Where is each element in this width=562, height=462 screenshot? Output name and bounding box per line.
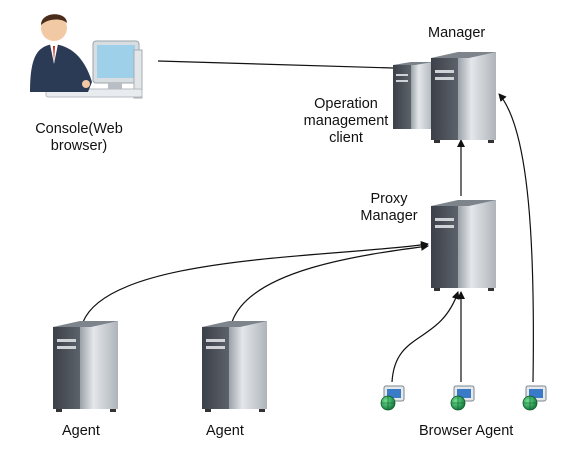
- label-agent-1: Agent: [62, 423, 100, 439]
- server-tower-icon: [202, 321, 267, 412]
- connections: [82, 60, 534, 383]
- label-proxy-manager: Proxy Manager: [352, 191, 426, 225]
- edge-console-to-client: [157, 60, 394, 69]
- label-operation-management-client: Operation management client: [300, 96, 392, 147]
- globe-computer-icon: [522, 385, 547, 411]
- edge-agent2-to-proxy: [231, 242, 429, 323]
- edge-browser1-to-proxy: [391, 291, 460, 383]
- label-line: Console(Web: [35, 121, 123, 137]
- label-agent-2: Agent: [206, 423, 244, 439]
- server-tower-icon: [431, 200, 496, 291]
- server-tower-icon: [393, 62, 433, 129]
- label-line: Proxy: [370, 191, 408, 207]
- edge-agent1-to-proxy: [82, 241, 429, 323]
- person-at-computer-icon: [30, 14, 143, 99]
- server-tower-icon: [53, 321, 118, 412]
- label-line: browser): [50, 138, 108, 154]
- server-tower-icon: [431, 52, 496, 143]
- label-console: Console(Web browser): [20, 121, 138, 155]
- label-line: client: [329, 130, 363, 146]
- globe-computer-icon: [450, 385, 475, 411]
- label-manager: Manager: [428, 25, 486, 41]
- label-line: Manager: [360, 208, 418, 224]
- globe-computer-icon: [380, 385, 405, 411]
- label-line: Operation: [314, 96, 378, 112]
- label-browser-agent: Browser Agent: [419, 423, 514, 439]
- label-line: management: [303, 113, 389, 129]
- edge-browser3-to-manager: [498, 93, 534, 383]
